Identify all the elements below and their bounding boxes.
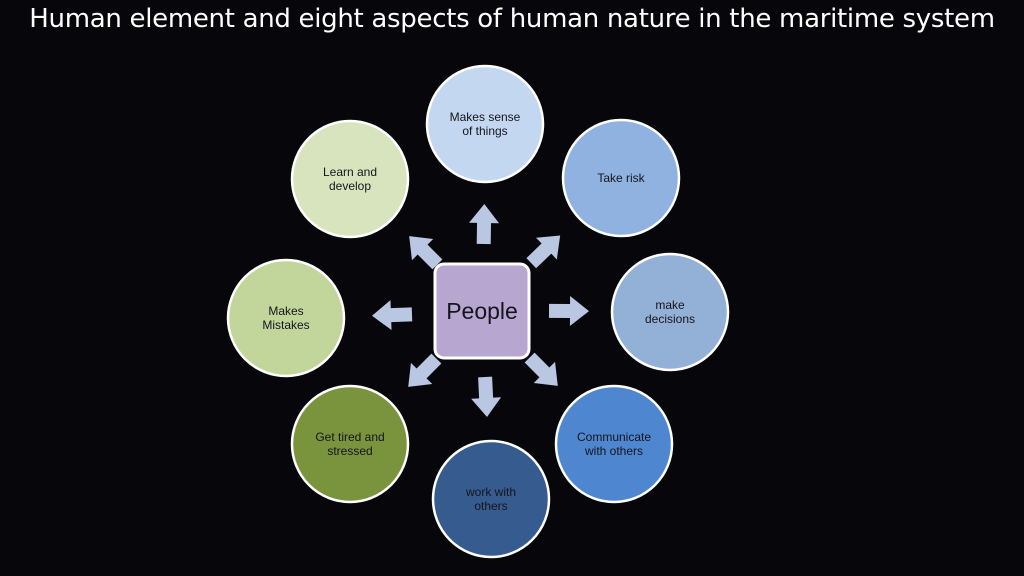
node-label-makes-sense-of-things-line-1: Makes sense <box>450 110 521 124</box>
node-label-makes-mistakes-line-2: Mistakes <box>262 318 309 332</box>
node-label-make-decisions-line-1: make <box>655 298 685 312</box>
node-circle-makes-sense-of-things <box>425 64 545 184</box>
node-label-take-risk-line-1: Take risk <box>597 171 645 185</box>
node-circle-makes-mistakes <box>226 258 346 378</box>
arrow-to-work-with-others <box>471 376 502 417</box>
node-circle-get-tired-and-stressed <box>290 384 410 504</box>
arrow-to-take-risk <box>526 235 561 269</box>
arrow-to-make-decisions <box>548 296 589 327</box>
node-label-learn-and-develop-line-1: Learn and <box>323 165 377 179</box>
node-circle-make-decisions <box>610 252 730 372</box>
node-label-make-decisions-line-2: decisions <box>645 312 695 326</box>
node-label-makes-mistakes-line-1: Makes <box>268 304 303 318</box>
center-box <box>433 262 531 360</box>
arrow-to-communicate-with-others <box>524 352 558 386</box>
node-circle-communicate-with-others <box>554 384 674 504</box>
node-label-makes-sense-of-things-line-2: of things <box>462 124 507 138</box>
slide-title: Human element and eight aspects of human… <box>29 4 995 34</box>
arrows-layer <box>372 204 589 417</box>
arrow-to-makes-mistakes <box>372 300 413 331</box>
node-label-work-with-others-line-1: work with <box>465 485 516 499</box>
node-label-communicate-with-others-line-1: Communicate <box>577 430 651 444</box>
node-label-get-tired-and-stressed-line-2: stressed <box>327 444 372 458</box>
node-label-communicate-with-others-line-2: with others <box>584 444 643 458</box>
node-circle-take-risk <box>561 118 681 238</box>
center-layer: People <box>433 262 531 360</box>
arrow-to-get-tired-and-stressed <box>408 353 442 387</box>
center-label: People <box>446 298 518 324</box>
node-label-work-with-others-line-2: others <box>474 499 507 513</box>
node-take-risk: Take risk <box>561 118 681 238</box>
arrow-to-learn-and-develop <box>409 236 443 270</box>
node-circle-learn-and-develop <box>290 119 410 239</box>
node-circle-work-with-others <box>431 439 551 559</box>
arrow-to-makes-sense-of-things <box>469 204 500 245</box>
node-label-learn-and-develop-line-2: develop <box>329 179 371 193</box>
node-label-get-tired-and-stressed-line-1: Get tired and <box>315 430 384 444</box>
